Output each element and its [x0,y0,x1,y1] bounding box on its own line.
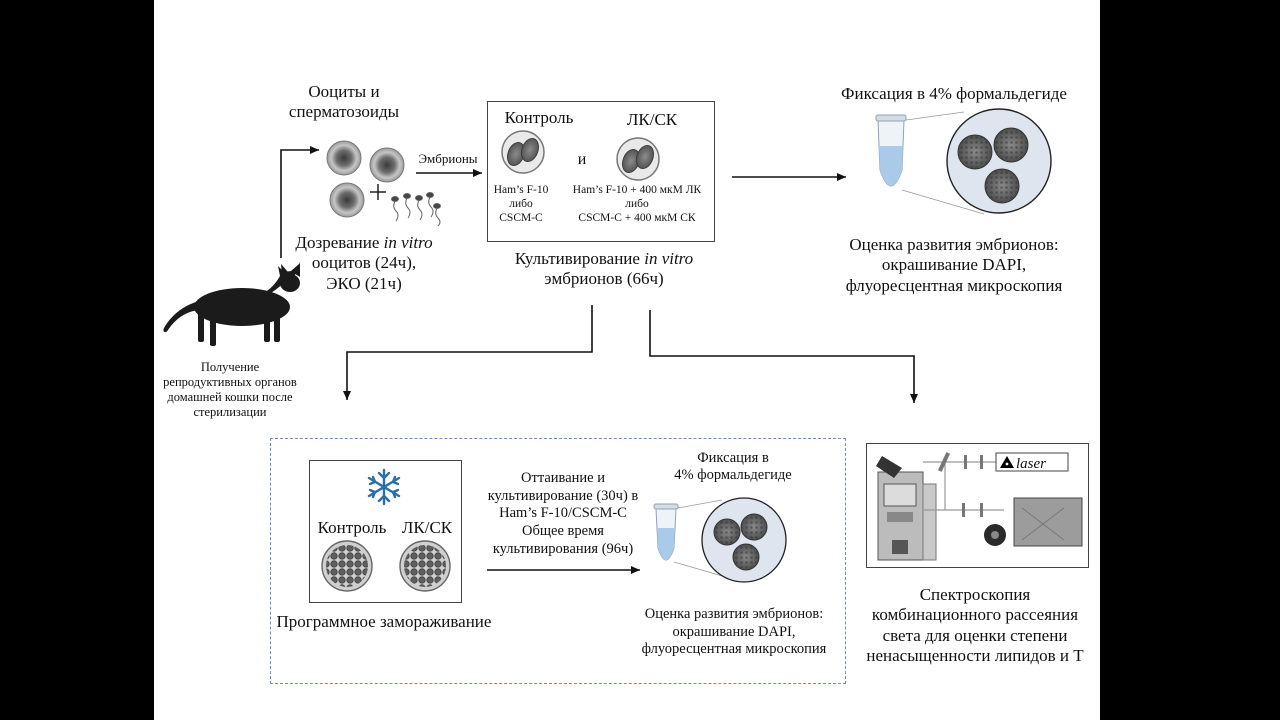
culture-to-freezing-arrow [343,305,593,400]
freeze-control-label: Контроль [317,518,387,537]
culture-caption: Культивирование in vitro эмбрионов (66ч) [514,249,694,289]
freezing-panel [270,438,846,684]
cat-to-oocytes-arrow [280,146,319,258]
freezing-box [309,460,462,603]
connector-arrows [280,146,918,574]
fixation-label: Фиксация в 4% формальдегиде [841,84,1067,103]
cat-caption: Получение репродуктивных органов домашне… [163,360,297,419]
assessment-text: Оценка развития эмбрионов: окрашивание D… [845,235,1063,295]
control-title: Контроль [504,108,574,127]
slide: Ооциты и сперматозоиды [154,0,1100,720]
culture-conditions-box [487,101,715,242]
maturation-text: Дозревание in vitro ооцитов (24ч), ЭКО (… [295,233,433,293]
laser-label: laser [1016,456,1046,472]
freezing-caption: Программное замораживание [276,612,492,631]
freeze-treatment-label: ЛК/СК [401,518,453,537]
culture-to-raman-arrow [649,310,918,403]
and-label: и [577,151,587,168]
embryos-label: Эмбрионы [418,151,478,166]
raman-caption: Спектроскопия комбинационного рассеяния … [866,585,1084,666]
thaw-text: Оттаивание и культивирование (30ч) в Ham… [487,470,639,557]
fix-text-bottom: Фиксация в 4% формальдегиде [674,450,792,484]
assess-text-bottom: Оценка развития эмбрионов: окрашивание D… [641,606,827,658]
treatment-title: ЛК/СК [626,110,678,129]
control-medium: Ham’s F-10 либо CSCM-C [493,184,549,224]
raman-setup-box [866,443,1089,568]
oocytes-sperm-label: Ооциты и сперматозоиды [288,82,400,122]
treatment-medium: Ham’s F-10 + 400 мкМ ЛК либо CSCM-C + 40… [572,184,702,224]
